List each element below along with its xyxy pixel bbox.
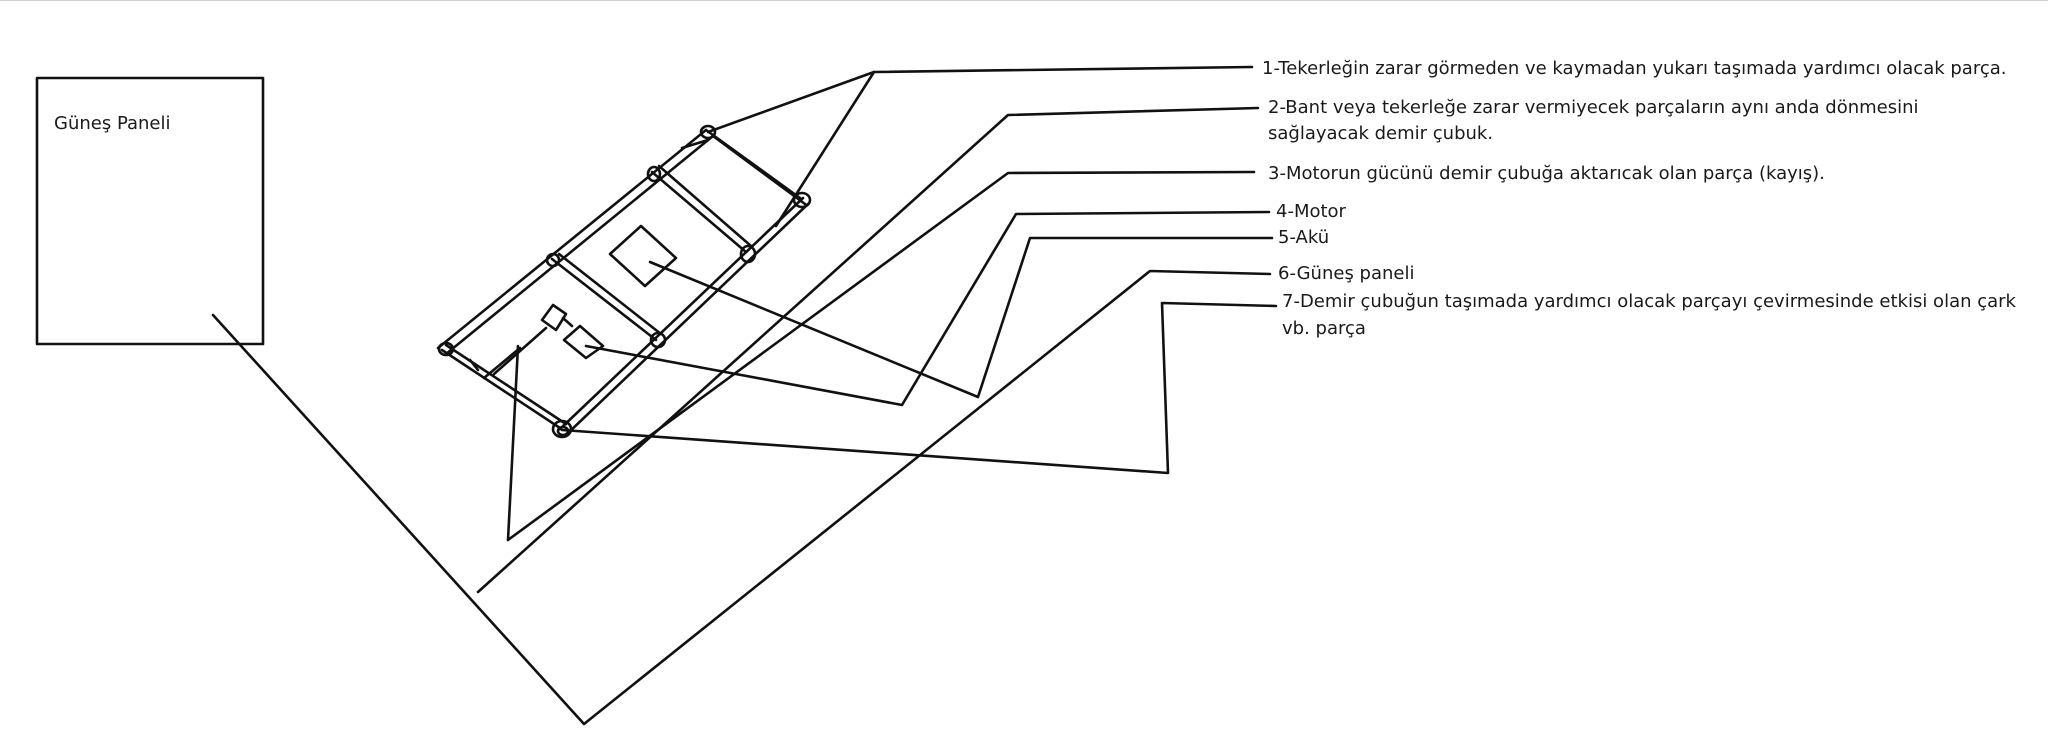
legend-item-7: 7-Demir çubuğun taşımada yardımcı olacak… — [1282, 291, 2016, 312]
legend-item-6: 6-Güneş paneli — [1278, 263, 1415, 284]
solar-panel-label: Güneş Paneli — [54, 113, 171, 134]
wheels — [437, 124, 812, 439]
legend-item-3: 3-Motorun gücünü demir çubuğa aktarıcak … — [1268, 163, 1825, 184]
top-border — [0, 0, 2048, 1]
solar-panel-box — [35, 76, 265, 346]
legend-item-2: 2-Bant veya tekerleğe zarar vermiyecek p… — [1268, 97, 1919, 118]
legend-item-2b: sağlayacak demir çubuk. — [1268, 123, 1494, 144]
legend-item-4: 4-Motor — [1276, 201, 1346, 222]
motor-shape — [540, 303, 568, 332]
leader-lines — [211, 65, 1278, 726]
legend-item-1: 1-Tekerleğin zarar görmeden ve kaymadan … — [1262, 58, 2007, 79]
legend-item-5: 5-Akü — [1278, 227, 1330, 248]
frame — [436, 128, 810, 436]
legend-item-7b: vb. parça — [1282, 318, 1366, 339]
battery-shape — [608, 224, 678, 288]
gear-shape — [562, 324, 605, 360]
